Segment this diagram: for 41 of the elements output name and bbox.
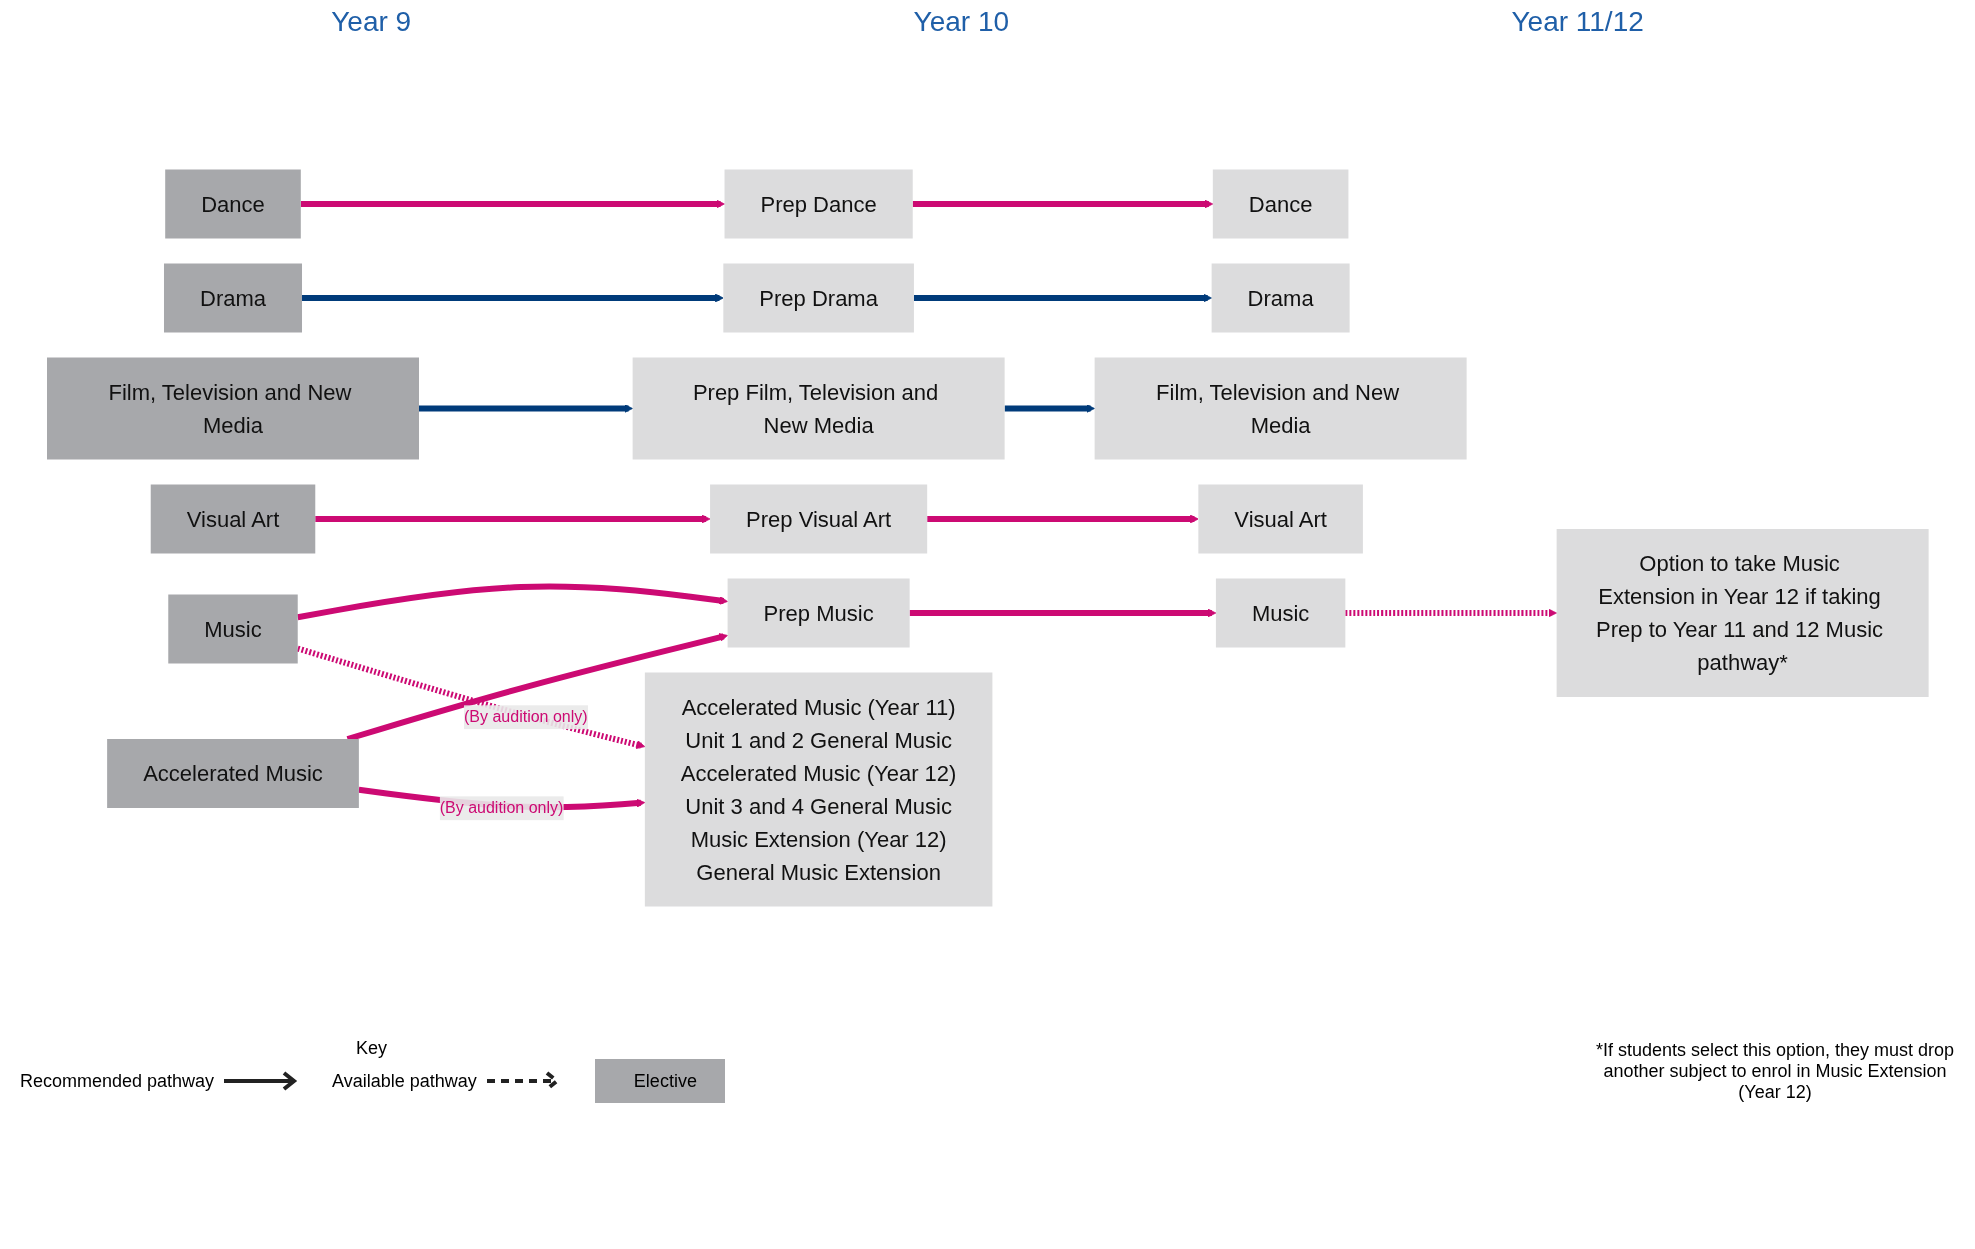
- node-box: Drama: [163, 263, 302, 333]
- arrow: [314, 514, 711, 524]
- column-heading: Year 9: [331, 6, 412, 38]
- node-box: Option to take Music Extension in Year 12 if taking Prep to Year 11 and 12 Music pathway*: [1556, 529, 1929, 697]
- node-box: Accelerated Music: [106, 739, 359, 808]
- node-box: Visual Art: [150, 484, 315, 554]
- node-box: Dance: [164, 169, 301, 239]
- node-box: Dance: [1212, 169, 1349, 239]
- node-box: Drama: [1211, 263, 1350, 333]
- arrow: [296, 583, 728, 621]
- arrow: [913, 293, 1212, 303]
- node-box: Music: [1215, 578, 1346, 648]
- arrow: [1004, 404, 1095, 413]
- legend-text: Recommended pathway: [20, 1070, 215, 1092]
- arrow: [926, 514, 1199, 524]
- column-heading: Year 10: [913, 6, 1010, 38]
- arrow: [912, 199, 1213, 209]
- node-box: Film, Television and New Media: [1094, 357, 1467, 460]
- node-box: Prep Film, Television and New Media: [632, 357, 1005, 460]
- column-heading: Year 11/12: [1511, 6, 1644, 38]
- node-box: Prep Drama: [723, 263, 914, 333]
- legend-text: Available pathway: [332, 1070, 477, 1092]
- edge-label: (By audition only): [463, 708, 588, 726]
- arrow: [301, 293, 724, 303]
- arrow: [1345, 608, 1557, 618]
- footnote: *If students select this option, they must drop another subject to enrol in Music Extension (Year 12): [1595, 1040, 1955, 1102]
- node-box: Visual Art: [1198, 484, 1363, 554]
- node-box: Prep Dance: [724, 169, 913, 239]
- node-box: Accelerated Music (Year 11) Unit 1 and 2 General Music Accelerated Music (Year 12) Unit 3 and 4 General Music Music Extension (Year 12) General Music Extension: [644, 672, 993, 907]
- edge-label: (By audition only): [439, 799, 564, 817]
- arrow: [346, 633, 728, 742]
- node-box: Prep Visual Art: [709, 484, 927, 554]
- legend-text: Elective: [632, 1070, 698, 1092]
- node-box: Film, Television and New Media: [46, 357, 419, 460]
- legend-title: Key: [355, 1038, 387, 1058]
- arrow: [418, 404, 633, 413]
- arrow: [296, 645, 645, 749]
- node-box: Music: [167, 594, 298, 664]
- node-box: Prep Music: [727, 578, 910, 648]
- arrow: [909, 608, 1216, 618]
- arrow: [300, 199, 725, 209]
